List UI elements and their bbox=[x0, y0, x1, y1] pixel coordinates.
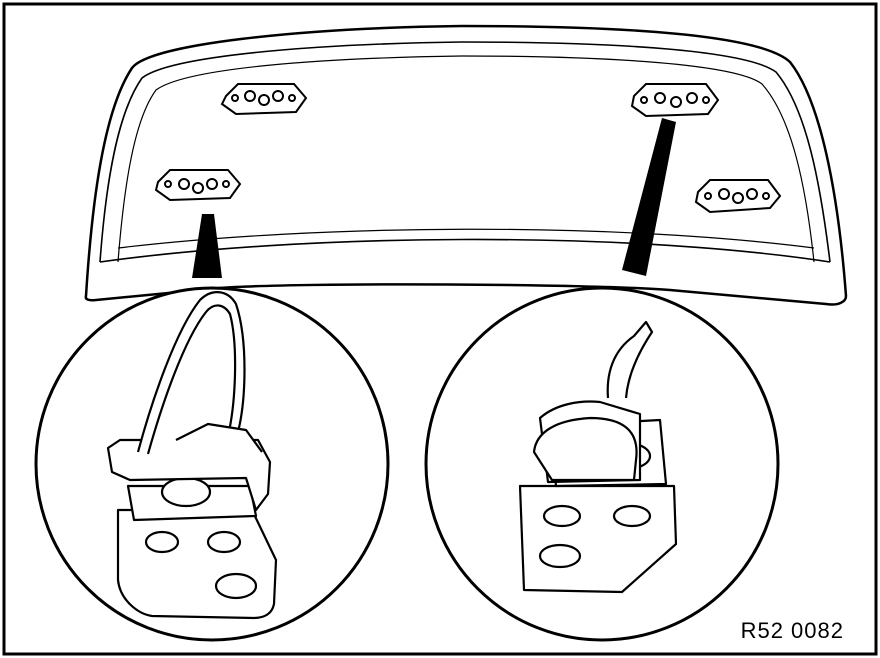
callout-pointer-left bbox=[192, 214, 222, 278]
panel-clip-mid-right bbox=[696, 180, 780, 212]
detail-right-clip bbox=[426, 288, 778, 640]
panel-clip-top-left bbox=[222, 84, 306, 114]
figure-reference-code: R52 0082 bbox=[740, 618, 844, 643]
panel-clip-mid-left bbox=[156, 170, 240, 200]
figure-border bbox=[4, 4, 876, 654]
callout-pointer-right bbox=[622, 118, 676, 276]
detail-left-clip bbox=[36, 288, 388, 640]
panel-clip-top-right bbox=[632, 84, 718, 116]
